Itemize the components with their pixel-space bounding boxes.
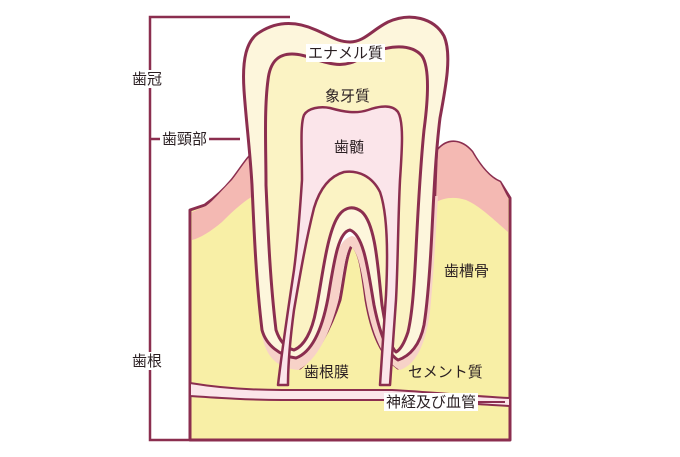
- root-label: 歯根: [130, 352, 165, 370]
- alveolar-bone-label: 歯槽骨: [444, 262, 490, 280]
- gum-right: [436, 141, 508, 232]
- crown-label: 歯冠: [130, 70, 165, 88]
- periodontal-membrane-label: 歯根膜: [304, 363, 350, 381]
- cementum-label: セメント質: [408, 363, 483, 381]
- periodontal-membrane: [254, 190, 438, 370]
- nerve-vessel-label: 神経及び血管: [384, 393, 479, 411]
- dentin-label: 象牙質: [325, 87, 371, 105]
- enamel-label: エナメル質: [306, 44, 386, 62]
- bracket-line: [148, 15, 290, 442]
- gum-left: [192, 148, 262, 240]
- pulp: [276, 105, 404, 387]
- pulp-label: 歯髄: [334, 138, 365, 156]
- neck-label: 歯頸部: [160, 130, 210, 148]
